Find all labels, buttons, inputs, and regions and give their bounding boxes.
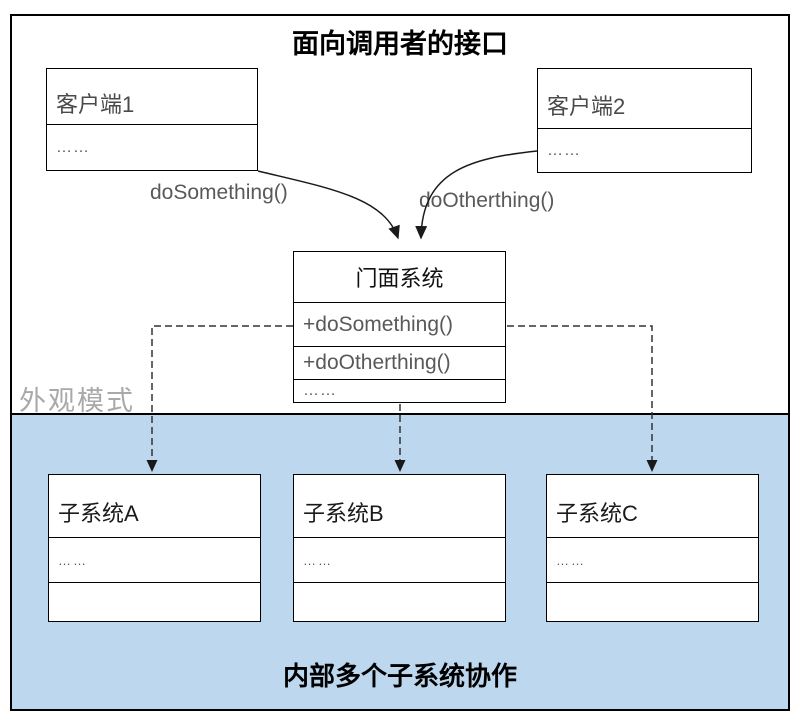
client2-header: 客户端2 [538, 69, 751, 128]
facade-method2: +doOtherthing() [303, 351, 451, 374]
subsystem-a-header: 子系统A [49, 475, 260, 537]
client2-ellipsis: …… [547, 141, 581, 159]
subsystem-c-ellipsis: …… [556, 552, 586, 568]
top-section-title: 面向调用者的接口 [292, 29, 508, 59]
subsystem-a-empty-row [49, 582, 260, 621]
facade-header: 门面系统 [294, 252, 505, 302]
subsystem-b-body-row: …… [294, 537, 505, 582]
subsystem-b-box: 子系统B …… [293, 474, 506, 622]
subsystem-c-box: 子系统C …… [546, 474, 759, 622]
client1-header: 客户端1 [47, 69, 257, 124]
subsystem-c-body-row: …… [547, 537, 758, 582]
facade-method2-row: +doOtherthing() [294, 346, 505, 379]
subsystem-c-empty-row [547, 582, 758, 621]
client2-body-row: …… [538, 128, 751, 172]
client2-title: 客户端2 [547, 94, 626, 119]
facade-title: 门面系统 [355, 266, 444, 291]
facade-method1: +doSomething() [303, 312, 454, 336]
subsystem-b-title: 子系统B [303, 501, 384, 526]
facade-method1-row: +doSomething() [294, 302, 505, 346]
subsystem-c-title: 子系统C [556, 501, 638, 526]
client1-box: 客户端1 …… [46, 68, 258, 171]
subsystem-c-header: 子系统C [547, 475, 758, 537]
client1-title: 客户端1 [56, 92, 135, 117]
subsystem-a-body-row: …… [49, 537, 260, 582]
client2-box: 客户端2 …… [537, 68, 752, 173]
bottom-section-title: 内部多个子系统协作 [282, 661, 517, 691]
subsystem-b-empty-row [294, 582, 505, 621]
facade-body-row: …… [294, 379, 505, 402]
subsystem-a-ellipsis: …… [58, 552, 88, 568]
facade-box: 门面系统 +doSomething() +doOtherthing() …… [293, 251, 506, 403]
facade-ellipsis: …… [303, 382, 337, 399]
call-label-dosomething: doSomething() [150, 181, 288, 204]
subsystem-a-title: 子系统A [58, 501, 139, 526]
call-label-dootherthing: doOtherthing() [419, 189, 555, 212]
facade-pattern-watermark: 外观模式 [19, 386, 135, 416]
client1-body-row: …… [47, 124, 257, 170]
subsystem-b-ellipsis: …… [303, 552, 333, 568]
subsystem-a-box: 子系统A …… [48, 474, 261, 622]
subsystem-b-header: 子系统B [294, 475, 505, 537]
client1-ellipsis: …… [56, 138, 90, 156]
